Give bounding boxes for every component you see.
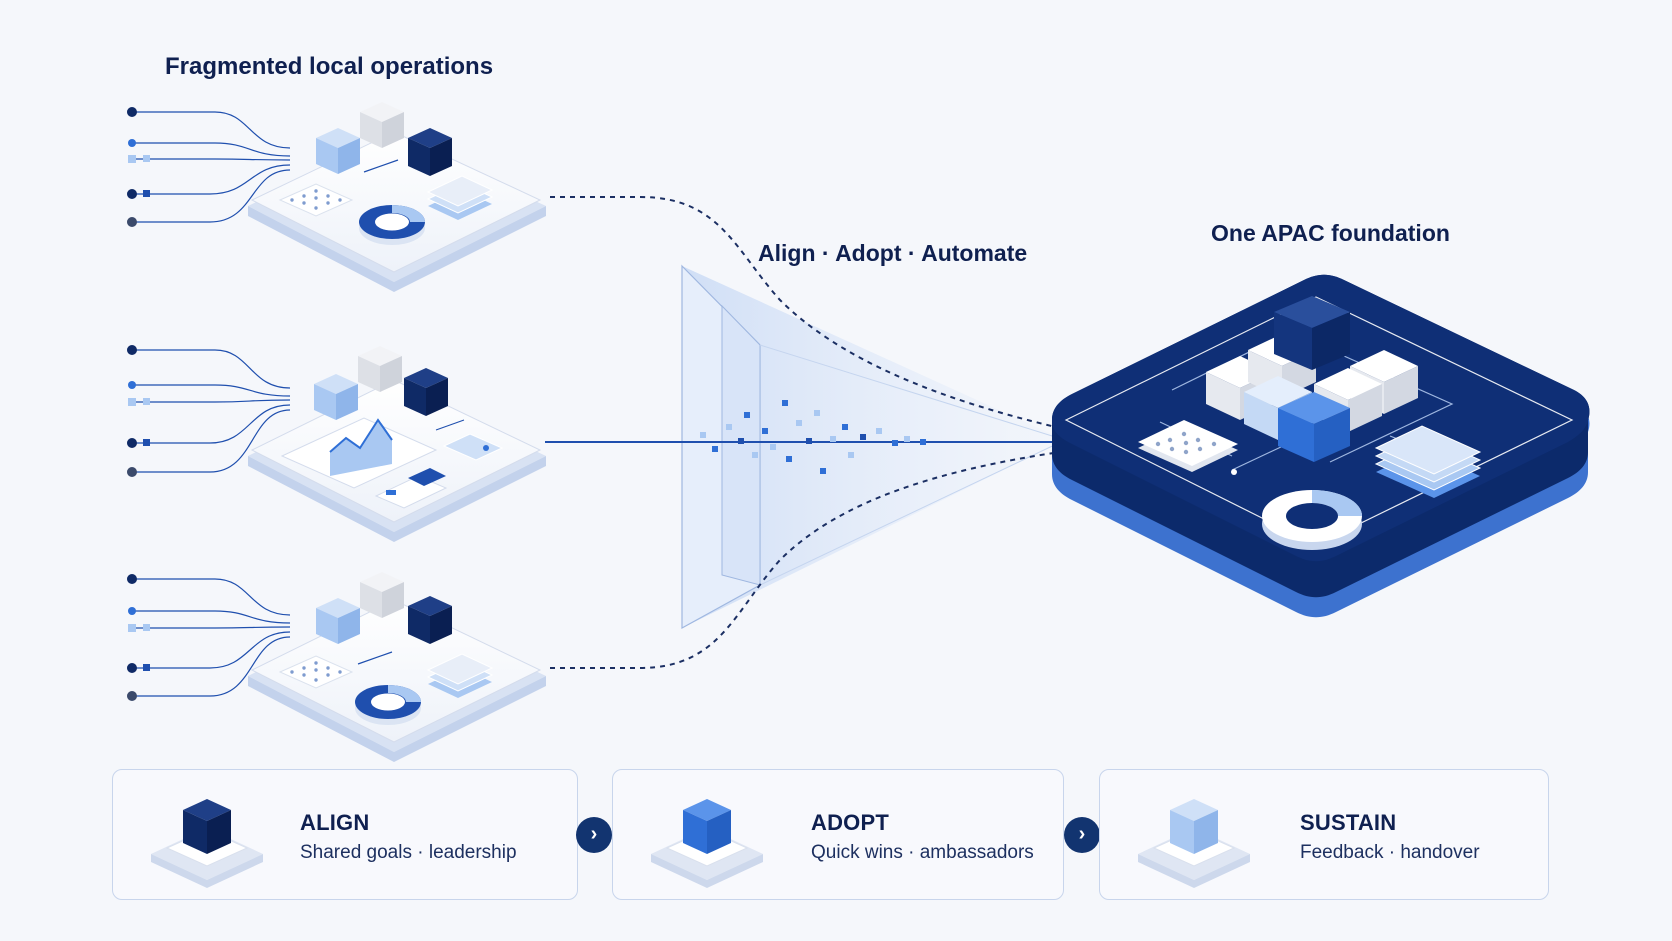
local-platform-1 — [127, 102, 546, 292]
step-subtitle: Shared goals · leadership — [300, 842, 517, 863]
input-lines — [132, 111, 291, 223]
light-cube-icon — [1138, 799, 1250, 888]
stack-icon — [426, 175, 494, 220]
stack-icon — [426, 653, 494, 698]
step-card-sustain: SUSTAIN Feedback · handover — [1099, 769, 1549, 900]
light-cube-icon — [314, 374, 358, 420]
light-cube-icon — [316, 128, 360, 174]
funnel — [681, 264, 1066, 630]
step-card-adopt: ADOPT Quick wins · ambassadors — [612, 769, 1064, 900]
apac-foundation-platform — [1052, 274, 1590, 618]
grey-cube-icon — [358, 346, 402, 392]
input-lines — [132, 349, 291, 473]
left-title: Fragmented local operations — [165, 53, 494, 80]
light-cube-icon — [316, 598, 360, 644]
step-card-align: ALIGN Shared goals · leadership — [112, 769, 578, 900]
blue-cube-icon — [651, 799, 763, 888]
input-lines — [132, 578, 291, 697]
chevron-right-icon[interactable]: › — [576, 817, 612, 853]
grey-cube-icon — [360, 572, 404, 618]
navy-cube-icon — [1274, 296, 1350, 370]
chevron-right-icon[interactable]: › — [1064, 817, 1100, 853]
toggle-tile-icon — [442, 433, 504, 461]
donut-chart-icon — [1262, 490, 1362, 550]
step-title: SUSTAIN — [1300, 810, 1397, 835]
grey-cube-icon — [360, 102, 404, 148]
local-platform-2 — [127, 345, 546, 542]
stack-icon — [1374, 425, 1482, 498]
step-title: ADOPT — [811, 810, 889, 835]
dark-cube-icon — [151, 799, 263, 888]
middle-title: Align · Adopt · Automate — [758, 240, 1028, 266]
list-tile-icon — [374, 468, 448, 509]
step-title: ALIGN — [300, 810, 370, 835]
right-title: One APAC foundation — [1211, 220, 1450, 246]
dark-cube-icon — [404, 368, 448, 416]
blue-cube-icon — [1278, 392, 1350, 462]
dark-cube-icon — [408, 596, 452, 644]
step-subtitle: Quick wins · ambassadors — [811, 842, 1034, 863]
dashed-connectors — [550, 196, 1061, 669]
dark-cube-icon — [408, 128, 452, 176]
chart-card-icon — [280, 417, 438, 489]
local-platform-3 — [127, 572, 546, 762]
data-particles — [700, 400, 926, 474]
dotted-tile-icon — [1138, 420, 1238, 472]
step-subtitle: Feedback · handover — [1300, 842, 1480, 863]
